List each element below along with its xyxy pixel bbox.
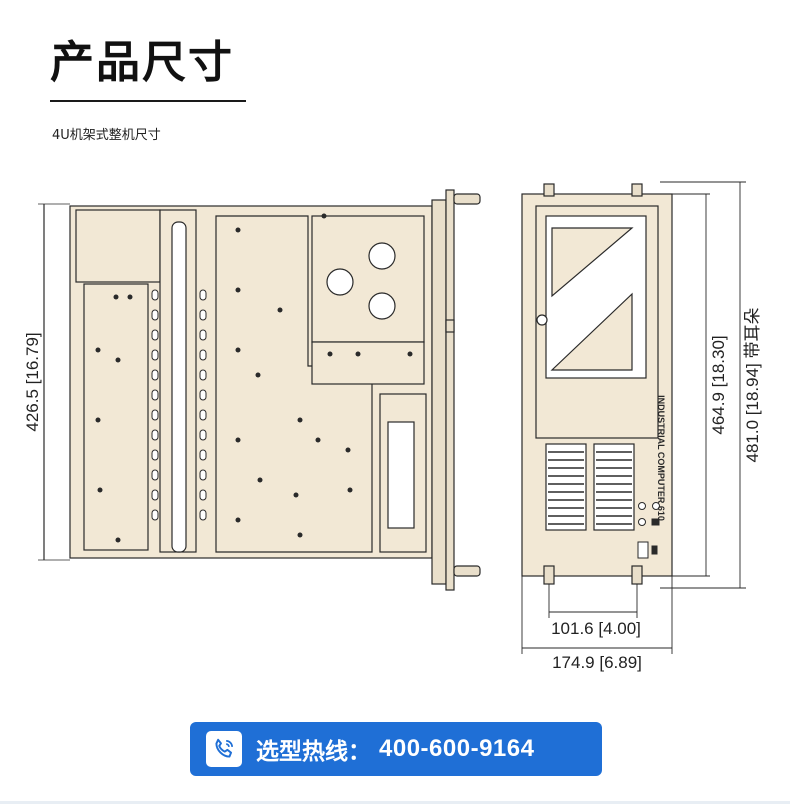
front-panel-label: INDUSTRIAL COMPUTER 610 [656,395,666,521]
hotline-number[interactable]: 400-600-9164 [379,735,535,762]
slot-tabs [151,289,207,521]
total-width-label: 174.9 [6.89] [552,653,642,672]
phone-icon [206,731,242,767]
page-title: 产品尺寸 [50,37,234,88]
top-view [38,189,481,591]
top-view-height-label: 426.5 [16.79] [23,332,42,431]
bottom-divider [0,801,790,804]
hotline-label: 选型热线： [256,739,371,765]
title-underline [50,100,246,102]
page-subtitle: 4U机架式整机尺寸 [52,128,161,143]
front-height-with-ears-label: 481.0 [18.94] 带耳朵 [743,308,762,463]
front-dimension-lines [521,181,746,654]
dimension-drawing: 426.5 [16.79] INDUSTRIAL COMPUTER 610 [23,181,762,672]
front-view [521,183,673,585]
inner-width-label: 101.6 [4.00] [551,619,641,638]
hotline-banner[interactable]: 选型热线： 400-600-9164 [190,722,602,776]
front-buttons [637,502,660,559]
fan-circles [326,242,396,320]
screw-holes [95,213,413,543]
front-height-label: 464.9 [18.30] [709,335,728,434]
front-vent-lines [548,451,632,525]
